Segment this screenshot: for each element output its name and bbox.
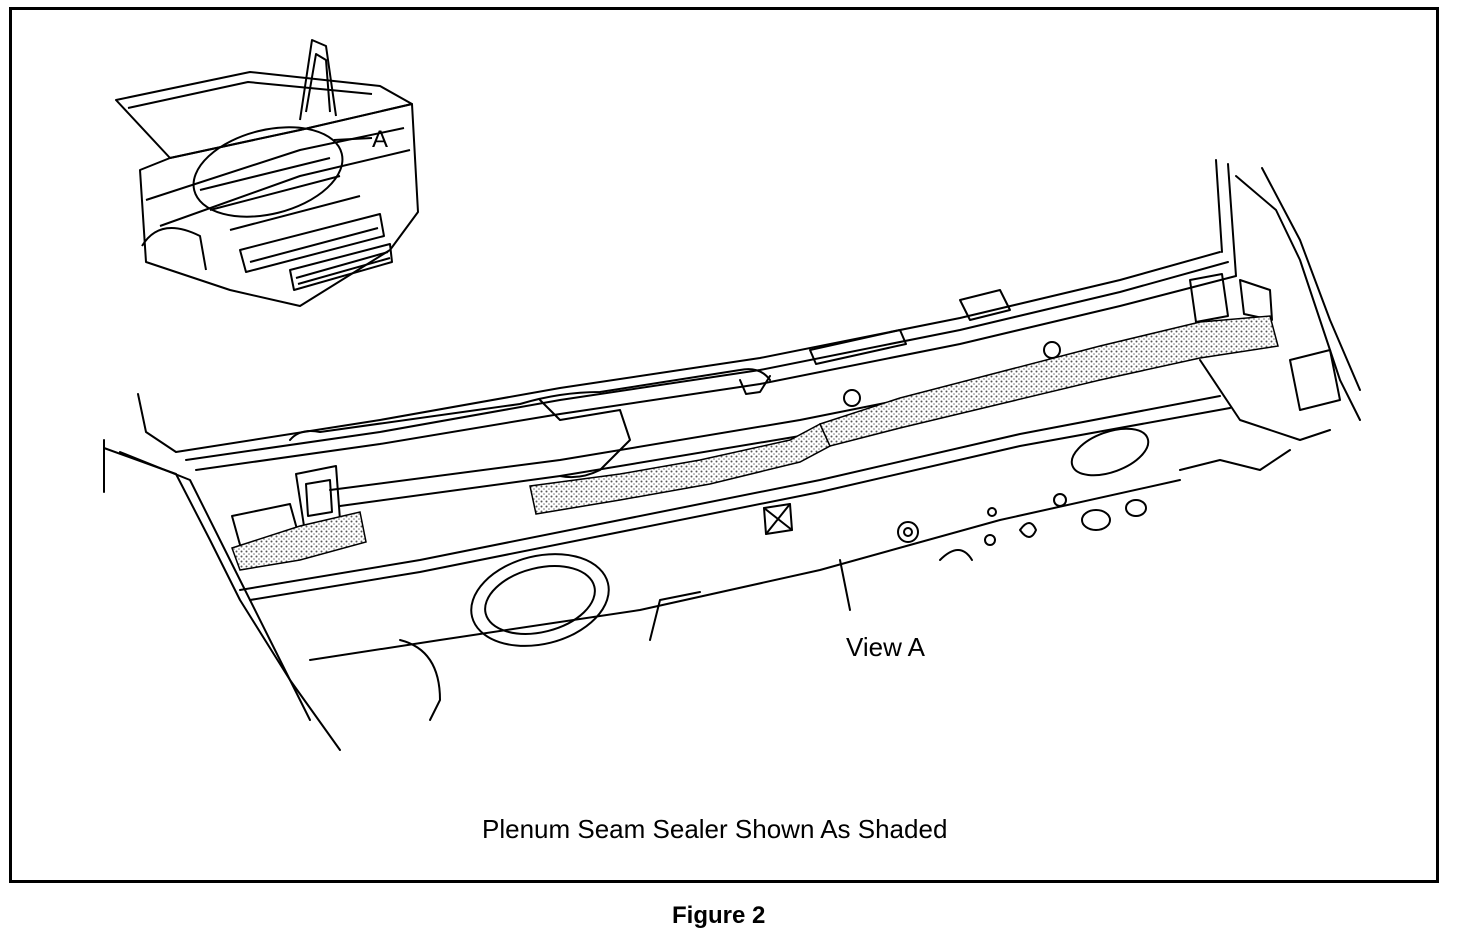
figure-caption: Plenum Seam Sealer Shown As Shaded <box>482 814 948 844</box>
figure-title: Figure 2 <box>672 902 766 929</box>
figure-frame <box>9 7 1439 883</box>
seam-sealer-right <box>818 315 1279 447</box>
seam-sealer-shading <box>231 315 1279 571</box>
seam-sealer-left <box>231 511 367 571</box>
vehicle-inset-drawing <box>115 39 419 307</box>
callout-label-a: A <box>372 126 389 153</box>
view-label: View A <box>846 632 926 662</box>
